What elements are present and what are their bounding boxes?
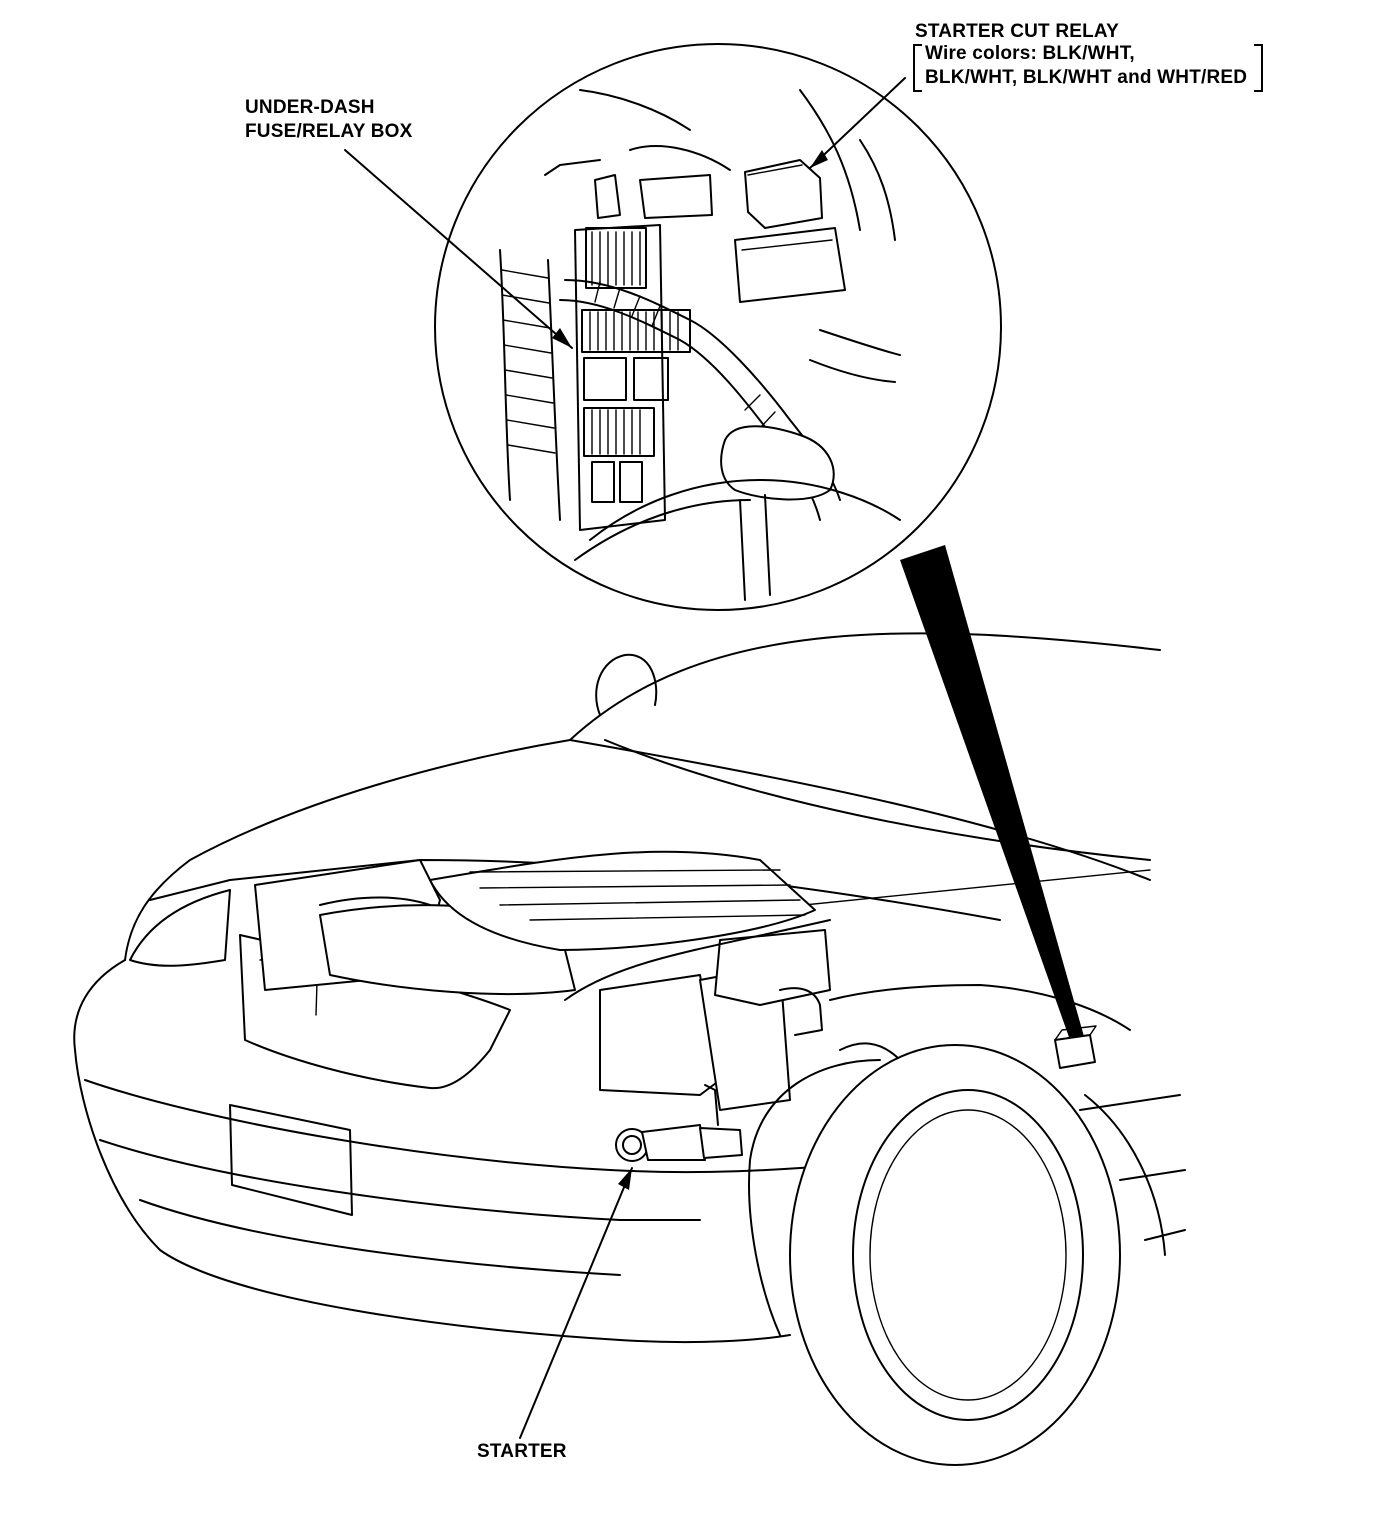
license-plate xyxy=(229,1104,353,1216)
callout-beam xyxy=(900,545,1085,1040)
under-dash-fuse-relay-box-label: UNDER-DASH FUSE/RELAY BOX xyxy=(245,96,413,144)
starter-label: STARTER xyxy=(477,1441,567,1462)
wire-colors-callout: Wire colors: BLK/WHT, BLK/WHT, BLK/WHT a… xyxy=(913,42,1264,92)
wire-colors-line-2: BLK/WHT, BLK/WHT and WHT/RED xyxy=(925,67,1248,88)
vehicle-outline xyxy=(73,632,1186,1466)
detail-inset xyxy=(434,43,1002,611)
fuse-block-middle xyxy=(581,309,691,353)
starter-motor-part xyxy=(615,1084,743,1162)
leader-lines xyxy=(344,77,1085,1439)
inset-circle xyxy=(434,43,1002,611)
right-bracket xyxy=(1254,44,1264,92)
front-tire xyxy=(789,1044,1121,1466)
starter-cut-relay-part xyxy=(744,159,823,229)
left-bracket xyxy=(913,44,922,92)
starter-cut-relay-label: STARTER CUT RELAY xyxy=(915,21,1119,42)
wheel-rim xyxy=(852,1089,1084,1421)
fuse-relay-box-line: FUSE/RELAY BOX xyxy=(245,121,413,142)
under-dash-line: UNDER-DASH xyxy=(245,97,375,118)
relay-location-marker xyxy=(1054,1034,1096,1069)
wire-colors-line-1: Wire colors: BLK/WHT, xyxy=(925,43,1135,64)
